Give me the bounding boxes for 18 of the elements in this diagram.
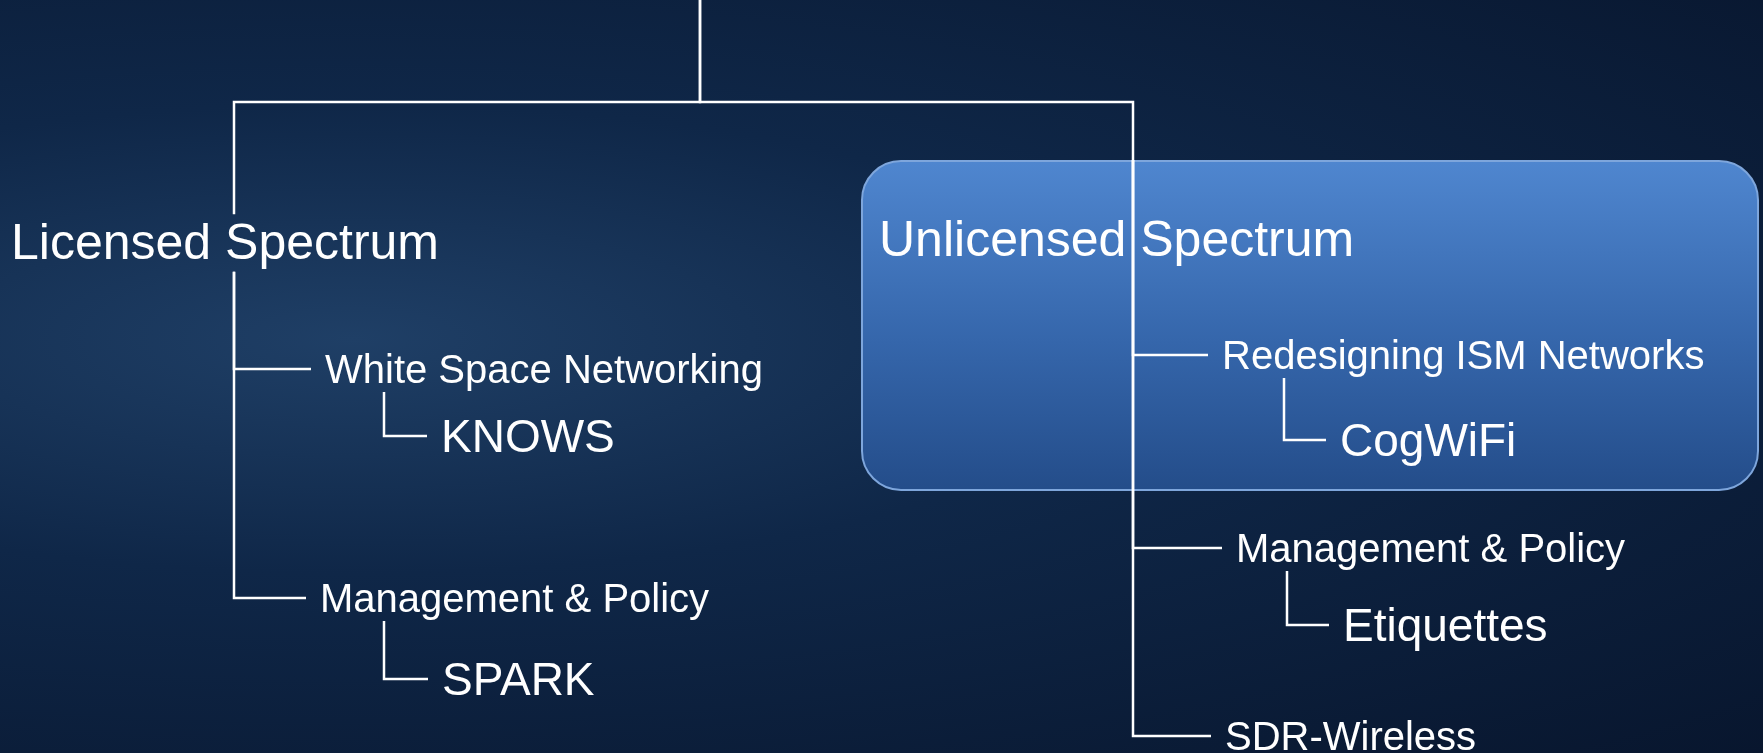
tree-connector xyxy=(232,271,306,600)
topic-label: Management & Policy xyxy=(320,575,710,621)
highlight-panel xyxy=(861,160,1759,491)
tree-connector xyxy=(382,392,427,438)
tree-connector xyxy=(1282,378,1326,442)
tree-connector xyxy=(382,621,428,681)
project-label: SPARK xyxy=(442,652,595,706)
topic-label: White Space Networking xyxy=(325,346,763,392)
category-heading: Licensed Spectrum xyxy=(11,214,439,272)
project-label: Etiquettes xyxy=(1343,598,1548,652)
project-label: KNOWS xyxy=(441,409,615,463)
project-label: CogWiFi xyxy=(1340,413,1517,467)
tree-connector xyxy=(1285,571,1329,627)
topic-label: Management & Policy xyxy=(1236,525,1626,571)
panel-heading: Unlicensed Spectrum xyxy=(879,211,1355,269)
topic-label: Redesigning ISM Networks xyxy=(1222,332,1705,378)
tree-connector xyxy=(698,0,1135,160)
topic-label: SDR-Wireless xyxy=(1225,713,1477,753)
